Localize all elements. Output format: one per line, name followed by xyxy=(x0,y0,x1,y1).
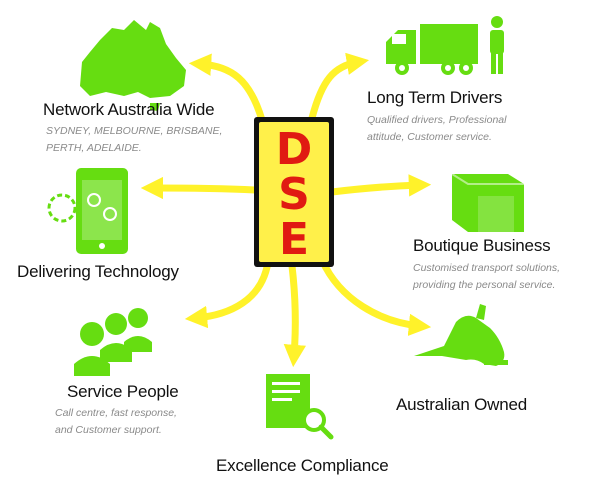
dse-logo-letter-s: S xyxy=(278,169,310,220)
arrow-to-compliance xyxy=(283,262,307,368)
boutique-line-2: providing the personal service. xyxy=(413,279,556,291)
compliance-title: Excellence Compliance xyxy=(216,456,389,475)
truck-driver-icon xyxy=(386,16,504,75)
arrow-to-people xyxy=(184,258,272,329)
arrow-to-technology xyxy=(140,176,259,200)
connector-arrows xyxy=(140,52,432,368)
warehouse-icon xyxy=(451,173,524,232)
document-magnifier-icon xyxy=(266,374,334,440)
network-title: Network Australia Wide xyxy=(43,100,215,119)
dse-logo-letter-e: E xyxy=(279,214,309,265)
technology-title: Delivering Technology xyxy=(17,262,179,281)
people-title: Service People xyxy=(67,382,179,401)
people-line-2: and Customer support. xyxy=(55,424,162,436)
call-centre-people-icon xyxy=(74,308,152,376)
arrow-to-drivers xyxy=(308,52,370,122)
drivers-line-1: Qualified drivers, Professional xyxy=(367,114,507,126)
arrow-to-boutique xyxy=(328,174,432,197)
arrow-to-owned xyxy=(318,256,432,337)
dse-logo-letter-d: D xyxy=(276,124,313,175)
boutique-line-1: Customised transport solutions, xyxy=(413,262,561,274)
people-line-1: Call centre, fast response, xyxy=(55,407,177,419)
dse-logo-inner xyxy=(259,122,329,262)
boutique-title: Boutique Business xyxy=(413,236,551,255)
australia-map-icon xyxy=(80,20,186,111)
drivers-line-2: attitude, Customer service. xyxy=(367,131,492,143)
owned-title: Australian Owned xyxy=(396,395,527,414)
tablet-gears-icon xyxy=(47,168,128,254)
network-line-1: SYDNEY, MELBOURNE, BRISBANE, xyxy=(46,125,223,137)
network-line-2: PERTH, ADELAIDE. xyxy=(46,142,142,154)
arrow-to-network xyxy=(188,53,266,124)
kangaroo-icon xyxy=(414,304,508,366)
drivers-title: Long Term Drivers xyxy=(367,88,503,107)
dse-logo: D S E xyxy=(254,117,334,267)
